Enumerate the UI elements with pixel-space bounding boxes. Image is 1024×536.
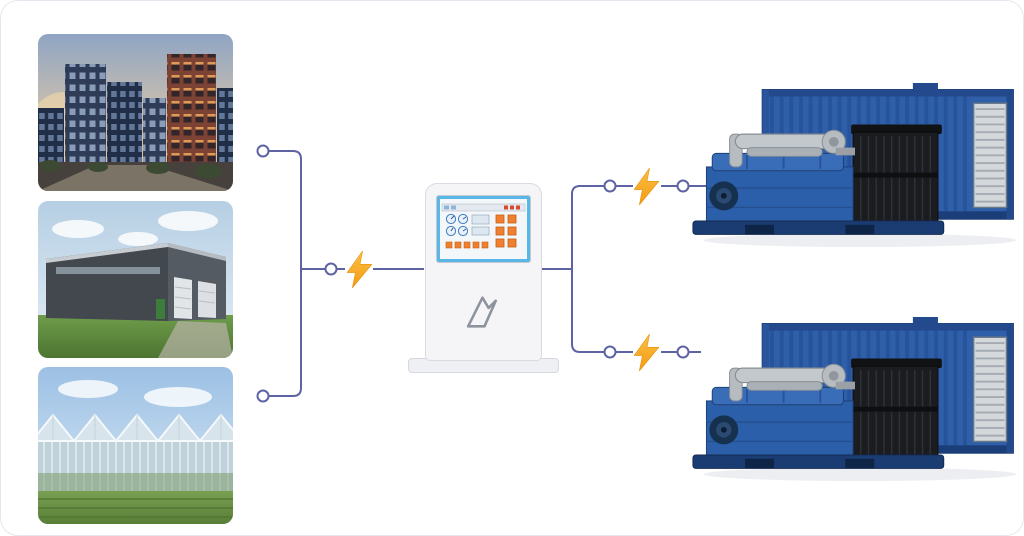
- residential-buildings-illustration: [38, 34, 233, 191]
- alarm-indicator-icons: [504, 205, 520, 210]
- lightning-bolt-icon: [346, 251, 373, 288]
- control-screen-mimic: [440, 202, 527, 256]
- status-indicator-icons: [444, 205, 456, 210]
- greenhouse-photo: [38, 367, 233, 524]
- connector-dot: [256, 389, 270, 403]
- control-screen: [437, 196, 530, 262]
- display-readout: [471, 226, 490, 236]
- connector-dot: [603, 179, 617, 193]
- ats-control-cabinet: [425, 183, 542, 361]
- function-key-icons: [445, 241, 489, 249]
- greenhouse-illustration: [38, 367, 233, 524]
- connector-dot: [324, 262, 338, 276]
- wire-consumers-trunk: [269, 150, 302, 397]
- diesel-generator-container-1: [691, 80, 1019, 249]
- connector-dot: [603, 345, 617, 359]
- control-button-icons: [495, 214, 517, 248]
- wire-generator-split: [571, 185, 604, 353]
- diesel-generator-container-2: [691, 314, 1019, 483]
- connector-dot: [676, 179, 690, 193]
- residential-buildings-photo: [38, 34, 233, 191]
- industrial-warehouse-photo: [38, 201, 233, 358]
- lightning-bolt-icon: [633, 334, 660, 371]
- industrial-warehouse-illustration: [38, 201, 233, 358]
- connector-dot: [676, 345, 690, 359]
- connector-dot: [256, 144, 270, 158]
- lightning-bolt-icon: [633, 168, 660, 205]
- display-readout: [471, 214, 490, 225]
- brand-logo-icon: [462, 290, 507, 334]
